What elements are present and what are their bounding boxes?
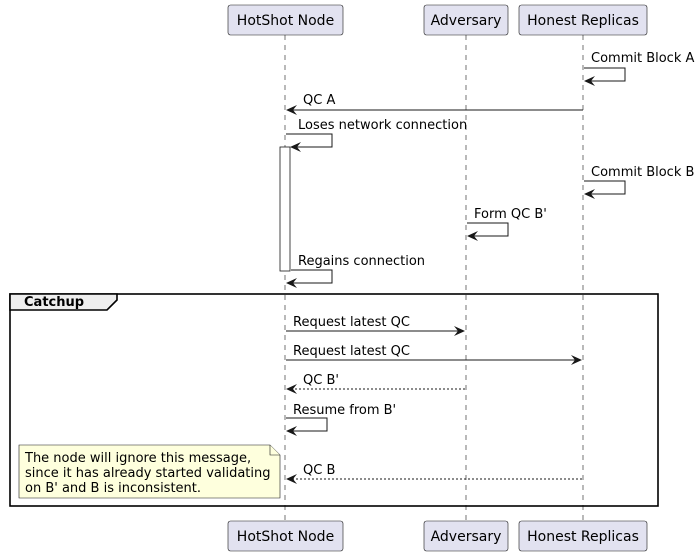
note-line-3: on B' and B is inconsistent. <box>25 481 201 496</box>
participant-label: Honest Replicas <box>527 13 639 29</box>
message-label: Request latest QC <box>293 315 410 330</box>
participant-label: HotShot Node <box>237 13 334 29</box>
message-resume-from-b-prime: Resume from B' <box>286 403 396 436</box>
message-label: Form QC B' <box>474 207 547 222</box>
participant-honest-replicas-top: Honest Replicas <box>518 4 648 36</box>
participant-adversary-top: Adversary <box>423 4 509 36</box>
activation-bar <box>279 146 291 272</box>
message-regains-connection: Regains connection <box>286 254 425 288</box>
participant-hotshot-node-bottom: HotShot Node <box>227 520 344 552</box>
message-commit-block-b: Commit Block B <box>584 165 694 199</box>
message-label: Commit Block B <box>591 165 694 180</box>
message-label: Regains connection <box>298 254 425 269</box>
group-frame <box>9 293 659 507</box>
note-line-2: since it has already started validating <box>25 466 271 481</box>
group-label: Catchup <box>24 295 84 310</box>
message-label: QC B' <box>303 373 339 388</box>
catchup-group: Catchup <box>9 293 659 507</box>
message-commit-block-a: Commit Block A <box>584 51 694 86</box>
message-form-qc-b-prime: Form QC B' <box>467 207 547 241</box>
group-tab <box>9 293 118 311</box>
participant-hotshot-node-top: HotShot Node <box>227 4 344 36</box>
participant-label: Adversary <box>431 13 502 29</box>
message-label: Loses network connection <box>298 118 467 133</box>
participant-label: HotShot Node <box>237 529 334 545</box>
message-label: Request latest QC <box>293 344 410 359</box>
participant-honest-replicas-bottom: Honest Replicas <box>518 520 648 552</box>
message-label: QC B <box>303 463 335 478</box>
participant-label: Honest Replicas <box>527 529 639 545</box>
message-label: Commit Block A <box>591 51 694 66</box>
note-line-1: The node will ignore this message, <box>24 451 251 466</box>
participant-label: Adversary <box>431 529 502 545</box>
message-request-latest-qc-honest: Request latest QC <box>286 344 582 365</box>
message-qc-a: QC A <box>286 93 583 115</box>
message-loses-network-connection: Loses network connection <box>286 118 467 152</box>
message-request-latest-qc-adversary: Request latest QC <box>286 315 465 336</box>
message-qc-b: QC B <box>286 463 582 484</box>
note-box: The node will ignore this message, since… <box>18 444 281 499</box>
message-label: Resume from B' <box>293 403 396 418</box>
participant-adversary-bottom: Adversary <box>423 520 509 552</box>
message-qc-b-prime: QC B' <box>286 373 465 394</box>
message-label: QC A <box>303 93 335 108</box>
